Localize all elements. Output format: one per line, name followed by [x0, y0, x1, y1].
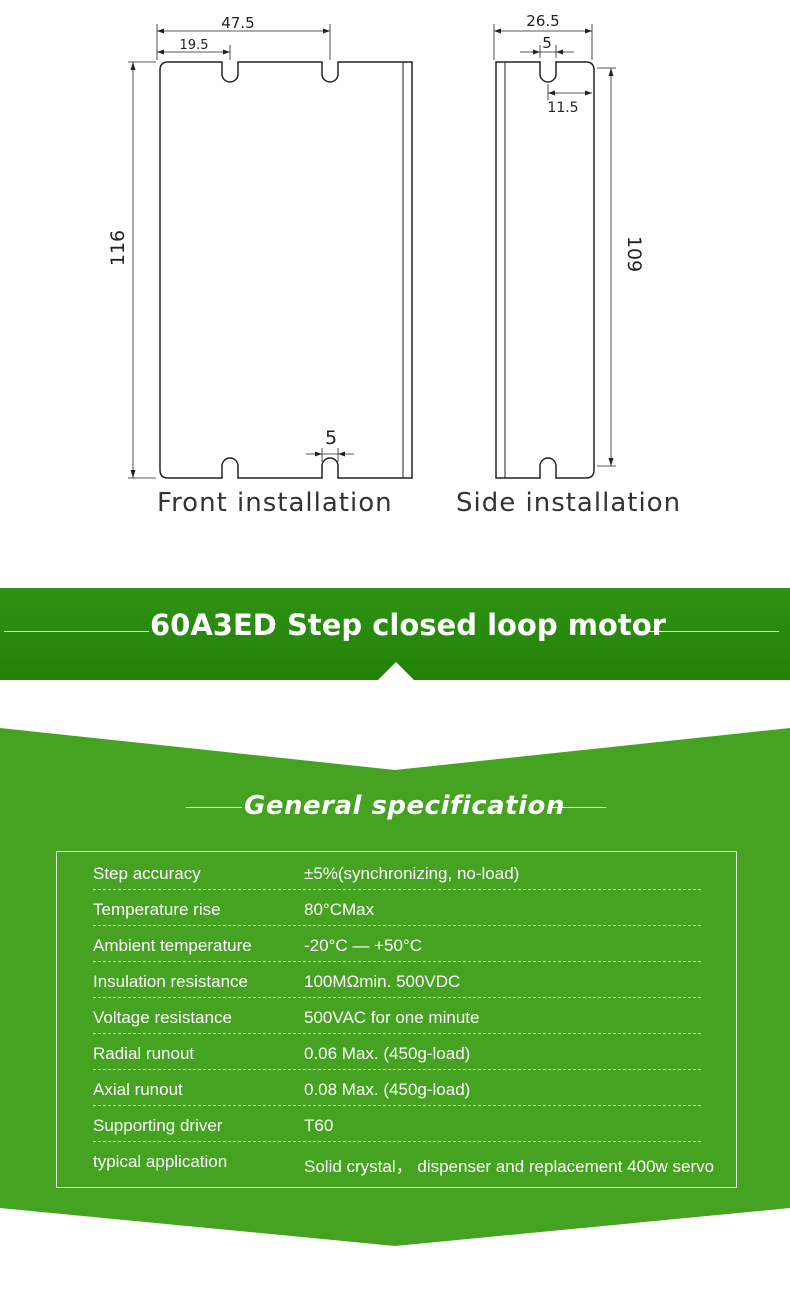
spec-value: 0.06 Max. (450g-load) [304, 1044, 471, 1063]
spec-row: Temperature rise 80°CMax [93, 890, 701, 926]
banner-divider-left [4, 631, 149, 632]
side-plate-outline [495, 61, 595, 479]
spec-label: Insulation resistance [93, 972, 248, 991]
spec-table: Step accuracy ±5%(synchronizing, no-load… [56, 851, 737, 1188]
spec-label: Axial runout [93, 1080, 183, 1099]
spec-value: 100MΩmin. 500VDC [304, 972, 461, 991]
front-hole-spacing-label: 19.5 [180, 38, 209, 53]
spec-row: Insulation resistance 100MΩmin. 500VDC [93, 962, 701, 998]
spec-label: Step accuracy [93, 864, 201, 883]
spec-title-divider-left [186, 807, 242, 808]
spec-value: ±5%(synchronizing, no-load) [304, 864, 520, 883]
spec-title-divider-right [550, 807, 606, 808]
side-width-label: 26.5 [526, 12, 559, 30]
spec-row: typical application Solid crystal， dispe… [93, 1142, 714, 1178]
spec-value: Solid crystal， dispenser and replacement… [304, 1157, 715, 1176]
side-offset-label: 11.5 [547, 100, 578, 116]
spec-label: Temperature rise [93, 900, 221, 919]
spec-label: Ambient temperature [93, 936, 252, 955]
banner-notch [378, 662, 414, 680]
spec-row: Step accuracy ±5%(synchronizing, no-load… [93, 854, 701, 890]
spec-section-title: General specification [244, 791, 565, 821]
spec-label: typical application [93, 1152, 228, 1171]
front-installation-caption: Front installation [157, 488, 393, 518]
spec-value: T60 [304, 1116, 334, 1135]
spec-value: -20°C — +50°C [304, 936, 423, 955]
product-title: 60A3ED Step closed loop motor [150, 608, 666, 642]
dimension-diagram: 47.5 19.5 116 5 26.5 5 11.5 109 [107, 12, 645, 479]
spec-row: Voltage resistance 500VAC for one minute [93, 998, 701, 1034]
installation-drawing: 47.5 19.5 116 5 26.5 5 11.5 109 Front in… [0, 0, 790, 590]
spec-label: Voltage resistance [93, 1008, 232, 1027]
banner-divider-right [634, 631, 779, 632]
spec-label: Supporting driver [93, 1116, 223, 1135]
front-height-label: 116 [107, 230, 129, 266]
spec-value: 500VAC for one minute [304, 1008, 480, 1027]
side-slot-label: 5 [542, 34, 552, 52]
front-slot-label: 5 [325, 427, 337, 449]
spec-row: Axial runout 0.08 Max. (450g-load) [93, 1070, 701, 1106]
spec-row: Ambient temperature -20°C — +50°C [93, 926, 701, 962]
spec-value: 80°CMax [304, 900, 375, 919]
spec-background [0, 728, 790, 1246]
spec-value: 0.08 Max. (450g-load) [304, 1080, 471, 1099]
spec-row: Supporting driver T60 [93, 1106, 701, 1142]
side-installation-caption: Side installation [456, 488, 682, 518]
spec-row: Radial runout 0.06 Max. (450g-load) [93, 1034, 701, 1070]
side-height-label: 109 [623, 236, 645, 272]
front-plate-outline [159, 61, 413, 479]
spec-label: Radial runout [93, 1044, 195, 1063]
front-width-label: 47.5 [221, 14, 254, 32]
